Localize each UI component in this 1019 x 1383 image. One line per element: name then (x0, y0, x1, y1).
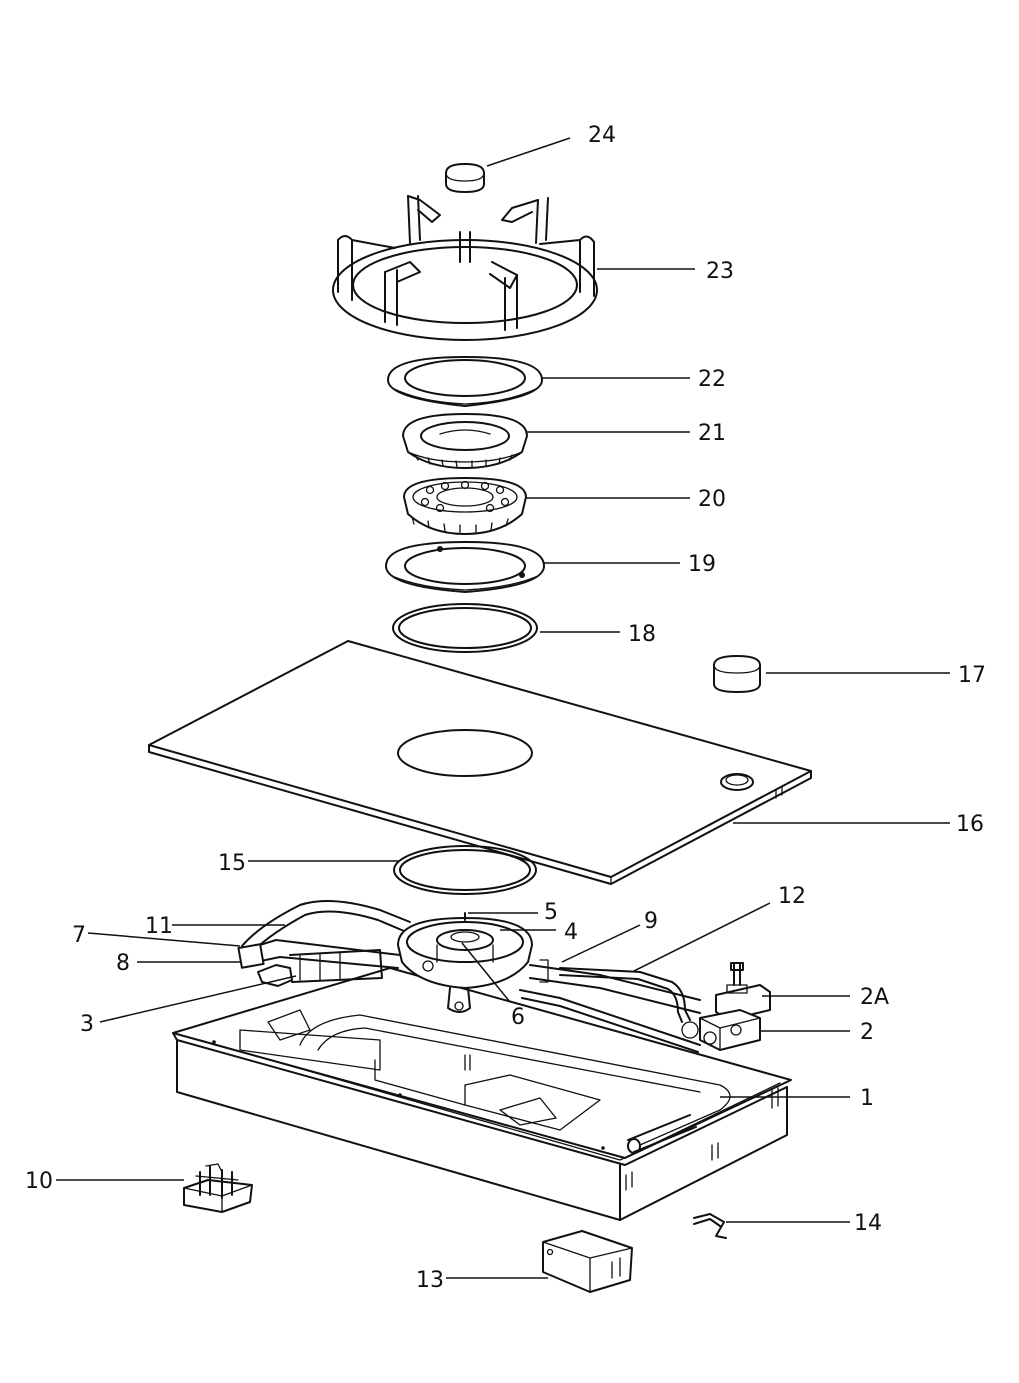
leader-24 (486, 137, 571, 167)
label-24: 24 (588, 123, 616, 148)
part-23-pan-support (332, 195, 598, 341)
label-13: 13 (416, 1268, 444, 1293)
part-15-gasket (393, 845, 537, 895)
part-19-mounting-ring (385, 541, 545, 593)
label-10: 10 (25, 1169, 53, 1194)
part-20-burner-crown (403, 477, 527, 535)
part-14-clip (693, 1213, 727, 1239)
label-2: 2 (860, 1020, 874, 1045)
part-18-gasket (392, 603, 538, 653)
label-1: 1 (860, 1086, 874, 1111)
part-24-cap (445, 163, 485, 193)
label-4: 4 (564, 920, 578, 945)
label-22: 22 (698, 367, 726, 392)
part-22-outer-ring (387, 356, 543, 407)
part-10-connector (183, 1163, 253, 1213)
label-2A: 2A (860, 985, 889, 1010)
label-14: 14 (854, 1211, 882, 1236)
label-21: 21 (698, 421, 726, 446)
part-labels: 24 23 22 21 20 19 18 17 16 15 5 4 9 12 1… (25, 123, 986, 1293)
label-19: 19 (688, 552, 716, 577)
label-7: 7 (72, 923, 86, 948)
label-18: 18 (628, 622, 656, 647)
label-15: 15 (218, 851, 246, 876)
leader-lines (56, 137, 950, 1279)
leader-12 (631, 902, 771, 973)
label-6: 6 (511, 1005, 525, 1030)
part-1-base-tray (172, 967, 792, 1221)
leader-7 (87, 932, 241, 947)
part-13-bracket (542, 1230, 633, 1293)
label-3: 3 (80, 1012, 94, 1037)
leader-9 (561, 924, 641, 963)
part-16-top-plate (148, 640, 812, 885)
label-5: 5 (544, 900, 558, 925)
label-8: 8 (116, 951, 130, 976)
part-21-burner-cap (402, 413, 528, 469)
label-23: 23 (706, 259, 734, 284)
label-16: 16 (956, 812, 984, 837)
label-11: 11 (145, 914, 173, 939)
burner-assembly (237, 900, 771, 1053)
label-20: 20 (698, 487, 726, 512)
leader-6 (461, 942, 511, 1003)
label-9: 9 (644, 909, 658, 934)
leader-3 (99, 975, 297, 1023)
part-17-knob (713, 655, 761, 693)
label-17: 17 (958, 663, 986, 688)
label-12: 12 (778, 884, 806, 909)
